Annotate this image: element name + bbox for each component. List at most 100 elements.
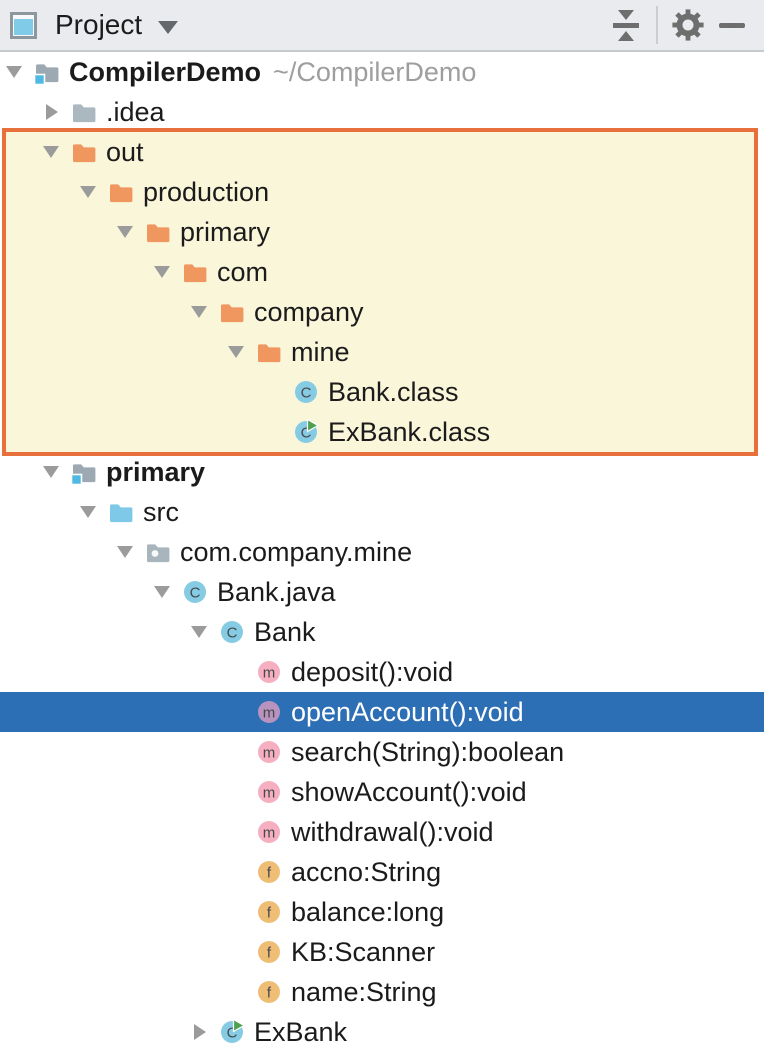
tree-row-primary[interactable]: primary [0,452,764,492]
field-icon: f [256,899,282,925]
expand-arrow-icon[interactable] [115,212,145,252]
tree-row-deposit-void[interactable]: m deposit():void [0,652,764,692]
minus-icon [719,22,745,28]
row-label: CompilerDemo [69,56,262,87]
project-toolwindow-icon [10,11,37,39]
svg-text:f: f [267,905,272,922]
tree-row-src[interactable]: src [0,492,764,532]
collapse-arrow-icon[interactable] [189,1012,219,1052]
method-icon: m [256,739,282,765]
tree-row-out[interactable]: out [0,132,764,172]
row-label: primary [180,216,271,247]
field-icon: f [256,859,282,885]
arrow-spacer [226,852,256,892]
class-run-icon: C [293,419,319,445]
arrow-spacer [263,412,293,452]
module-icon [34,59,60,85]
tree-row-com-company-mine[interactable]: com.company.mine [0,532,764,572]
row-label: mine [291,336,350,367]
expand-arrow-icon[interactable] [189,612,219,652]
expand-arrow-icon[interactable] [152,252,182,292]
collapse-arrow-icon[interactable] [41,92,71,132]
row-label: company [254,296,364,327]
tree-row-com[interactable]: com [0,252,764,292]
arrow-spacer [226,652,256,692]
compiler-output-highlight-box [2,128,758,456]
tree-row-compilerdemo[interactable]: CompilerDemo ~/CompilerDemo [0,52,764,92]
expand-arrow-icon[interactable] [226,332,256,372]
method-icon: m [256,779,282,805]
row-label: withdrawal():void [291,816,494,847]
folder-orange-icon [108,179,134,205]
expand-arrow-icon[interactable] [41,452,71,492]
tree-row-company[interactable]: company [0,292,764,332]
folder-orange-icon [182,259,208,285]
tree-row-accno-string[interactable]: f accno:String [0,852,764,892]
row-label: primary [106,456,206,487]
svg-text:C: C [190,585,201,602]
method-icon: m [256,819,282,845]
expand-arrow-icon[interactable] [115,532,145,572]
expand-arrow-icon[interactable] [78,492,108,532]
tree-row-name-string[interactable]: f name:String [0,972,764,1012]
row-label: name:String [291,976,437,1007]
method-icon: m [256,699,282,725]
row-label: showAccount():void [291,776,527,807]
arrow-spacer [226,732,256,772]
class-icon: C [293,379,319,405]
row-label: src [143,496,179,527]
row-path-suffix: ~/CompilerDemo [273,56,477,87]
row-label: accno:String [291,856,442,887]
expand-arrow-icon[interactable] [152,572,182,612]
hide-tool-window-button[interactable] [710,5,754,45]
row-label: com [217,256,269,287]
row-label: .idea [106,96,165,127]
toolbar-separator [656,6,658,44]
svg-text:C: C [301,385,312,402]
tree-row-mine[interactable]: mine [0,332,764,372]
folder-gray-icon [71,99,97,125]
project-tree: CompilerDemo ~/CompilerDemo .idea out produc… [0,52,764,1052]
row-label: production [143,176,270,207]
tree-row-primary[interactable]: primary [0,212,764,252]
row-label: deposit():void [291,656,454,687]
svg-text:f: f [267,865,272,882]
expand-arrow-icon[interactable] [4,52,34,92]
expand-arrow-icon[interactable] [41,132,71,172]
tree-row-bank-class[interactable]: C Bank.class [0,372,764,412]
settings-button[interactable] [666,5,710,45]
row-label: Bank.class [328,376,459,407]
package-icon [145,539,171,565]
tree-row-idea[interactable]: .idea [0,92,764,132]
expand-arrow-icon[interactable] [78,172,108,212]
svg-text:m: m [263,825,276,842]
collapse-all-icon [613,9,639,41]
tree-row-production[interactable]: production [0,172,764,212]
row-label: openAccount():void [291,696,524,727]
row-label: out [106,136,144,167]
arrow-spacer [226,692,256,732]
tree-row-exbank[interactable]: C ExBank [0,1012,764,1052]
expand-arrow-icon[interactable] [189,292,219,332]
svg-text:m: m [263,665,276,682]
row-label: Bank [254,616,316,647]
project-view-selector[interactable]: Project [10,9,179,41]
arrow-spacer [226,812,256,852]
arrow-spacer [226,972,256,1012]
tree-row-withdrawal-void[interactable]: m withdrawal():void [0,812,764,852]
arrow-spacer [226,932,256,972]
collapse-all-button[interactable] [604,5,648,45]
tree-row-showaccount-void[interactable]: m showAccount():void [0,772,764,812]
gear-icon [672,9,704,41]
row-label: ExBank [254,1016,348,1047]
svg-text:C: C [227,1025,238,1042]
arrow-spacer [263,372,293,412]
field-icon: f [256,979,282,1005]
tree-row-openaccount-void[interactable]: m openAccount():void [0,692,764,732]
